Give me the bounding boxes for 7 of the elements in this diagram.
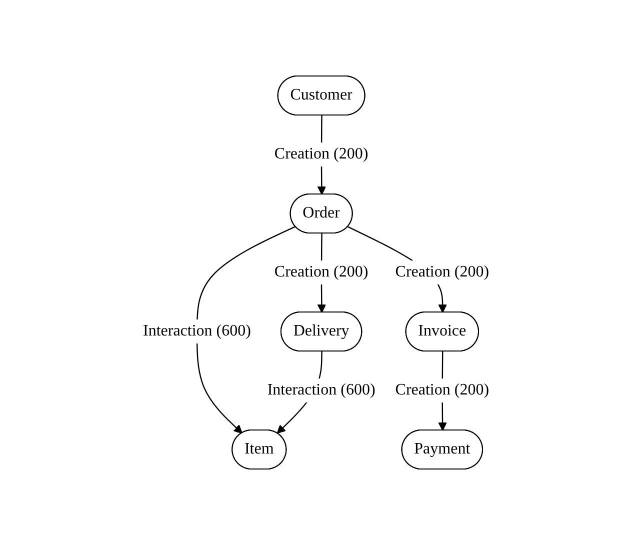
edge-label: Creation (200) <box>274 144 369 162</box>
edge-label: Creation (200) <box>396 380 490 398</box>
edge-label: Interaction (600) <box>143 322 252 339</box>
edge-label: Creation (200) <box>274 262 369 280</box>
arrow <box>196 226 296 434</box>
edge-label: Interaction (600) <box>268 380 376 398</box>
edge-label: Creation (200) <box>396 262 490 280</box>
